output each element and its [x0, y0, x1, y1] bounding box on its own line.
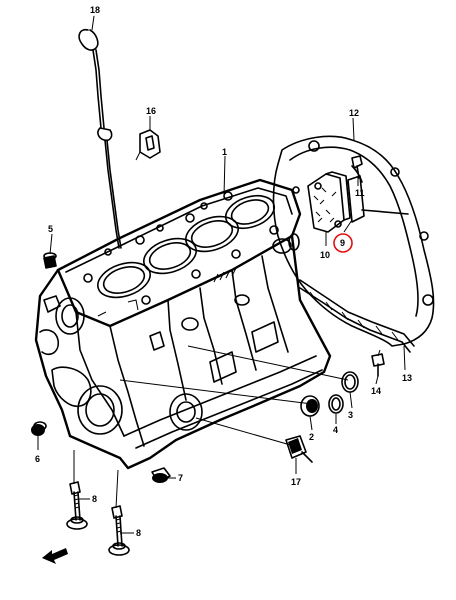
- rear-plate: [272, 135, 435, 347]
- callout-5: 5: [48, 224, 53, 234]
- callout-6: 6: [35, 454, 40, 464]
- callout-4: 4: [333, 425, 338, 435]
- front-arrow-icon: [42, 548, 68, 564]
- bolt-11: [351, 155, 363, 179]
- callout-17: 17: [291, 477, 301, 487]
- oil-level-gauge: [78, 28, 122, 249]
- callout-14: 14: [371, 386, 381, 396]
- callout-10: 10: [320, 250, 330, 260]
- callout-18: 18: [90, 5, 100, 15]
- bolt-14: [371, 353, 385, 377]
- callout-7: 7: [178, 473, 183, 483]
- callout-1: 1: [222, 147, 227, 157]
- o-ring-4: [328, 394, 344, 414]
- cap-2: [300, 395, 320, 417]
- callout-12: 12: [349, 108, 359, 118]
- oil-seal-3: [341, 371, 359, 393]
- plug-5: [43, 252, 57, 269]
- callout-2: 2: [309, 432, 314, 442]
- drain-plug-7: [151, 467, 171, 483]
- gasket: [347, 175, 365, 223]
- callout-8-upper: 8: [92, 494, 97, 504]
- stud-bolt-8-lower: [108, 505, 130, 556]
- cylinder-block: [34, 178, 332, 470]
- callout-8-lower: 8: [136, 528, 141, 538]
- oil-pressure-switch-17: [285, 435, 313, 463]
- callout-16: 16: [146, 106, 156, 116]
- callout-13: 13: [402, 373, 412, 383]
- stud-bolt-8-upper: [66, 481, 88, 530]
- callout-3: 3: [348, 410, 353, 420]
- rear-plate-lower-flange: [299, 279, 415, 353]
- side-plug-6: [31, 421, 47, 436]
- cover-plate: [307, 171, 351, 233]
- highlight-circle-9: [333, 233, 353, 253]
- callout-11: 11: [355, 188, 365, 198]
- leader-lines: [37, 15, 406, 534]
- gauge-guide-bracket: [135, 129, 161, 161]
- callout-labels: 18 16 12 1 11 5 10 9 13 14 3 4 2 6 17 7 …: [35, 5, 412, 538]
- callout-9: 9: [340, 238, 345, 248]
